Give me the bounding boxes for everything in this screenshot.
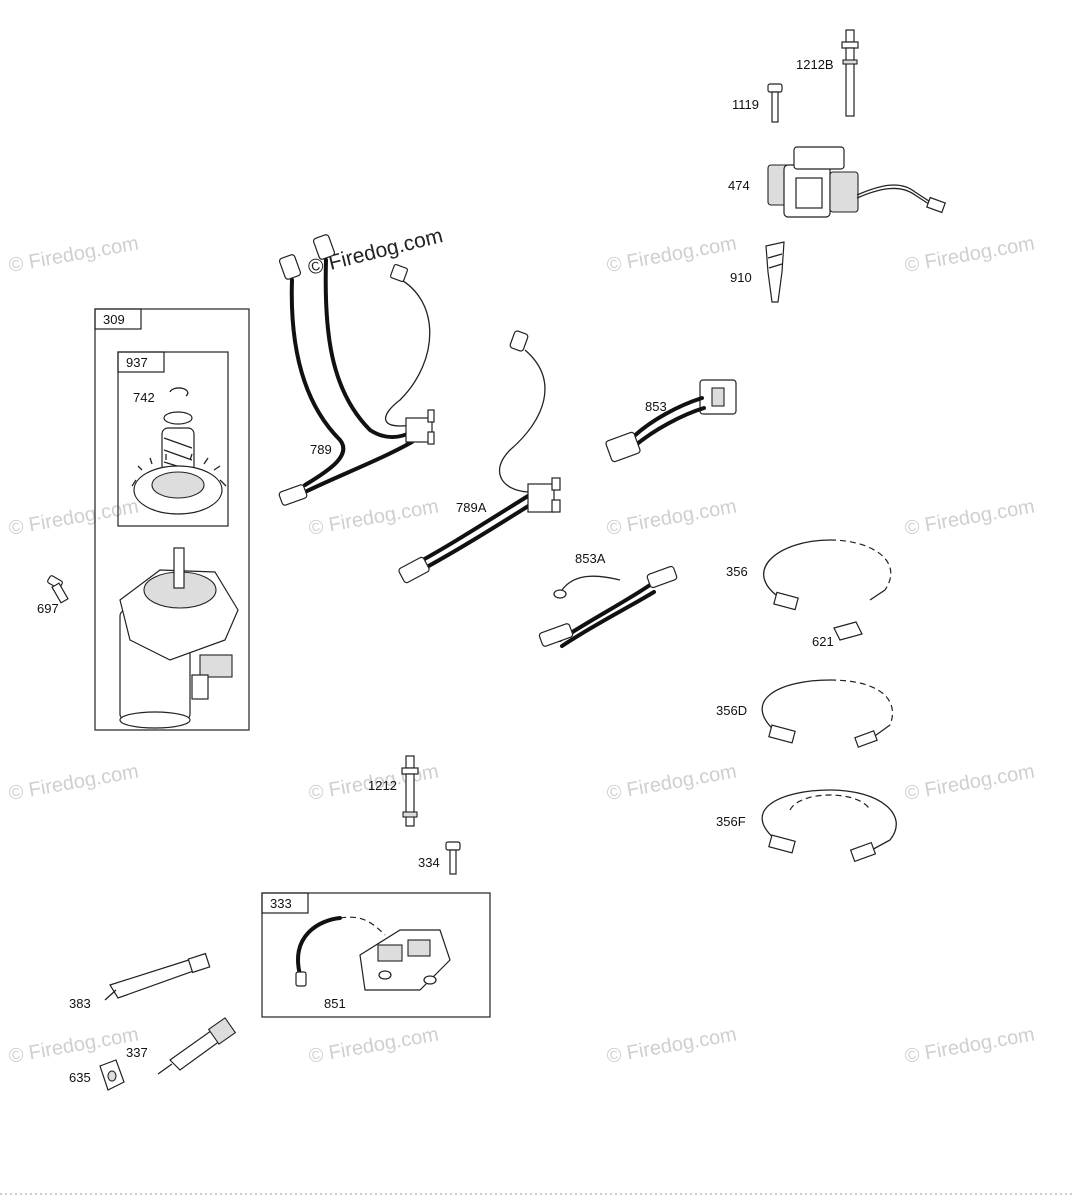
- part-789A-wire-harness: [398, 330, 561, 584]
- label-789A: 789A: [456, 500, 487, 515]
- part-333-ignition-module: [295, 916, 451, 991]
- part-1212-stud: [401, 755, 419, 827]
- part-910-boot: [765, 241, 785, 303]
- watermark: © Firedog.com: [605, 232, 738, 276]
- label-356: 356: [726, 564, 748, 579]
- label-789: 789: [310, 442, 332, 457]
- watermark: © Firedog.com: [903, 760, 1036, 804]
- part-1119-screw: [767, 83, 783, 123]
- label-356F: 356F: [716, 814, 746, 829]
- part-853-connector: [605, 379, 737, 463]
- part-697-bolt: [47, 575, 69, 604]
- kit-box-937-tag: [117, 351, 165, 373]
- label-334: 334: [418, 855, 440, 870]
- watermark: © Firedog.com: [7, 232, 140, 276]
- part-742-retaining-ring: [169, 387, 189, 397]
- watermark: © Firedog.com: [605, 760, 738, 804]
- label-356D: 356D: [716, 703, 747, 718]
- watermark: © Firedog.com: [7, 1023, 140, 1067]
- part-309-starter-motor: [119, 547, 239, 729]
- kit-box-333-tag: [261, 892, 309, 914]
- part-starter-pinion: [131, 411, 227, 515]
- label-309: 309: [103, 312, 125, 327]
- watermark: © Firedog.com: [903, 232, 1036, 276]
- label-910: 910: [730, 270, 752, 285]
- label-621: 621: [812, 634, 834, 649]
- label-851: 851: [324, 996, 346, 1011]
- label-697: 697: [37, 601, 59, 616]
- label-474: 474: [728, 178, 750, 193]
- part-1212B-stud: [841, 29, 859, 117]
- watermark: © Firedog.com: [903, 1023, 1036, 1067]
- label-1212: 1212: [368, 778, 397, 793]
- part-789-wire-harness: [278, 234, 435, 506]
- part-383-tool: [104, 952, 211, 1001]
- part-635-terminal: [99, 1059, 125, 1091]
- watermark: © Firedog.com: [307, 1023, 440, 1067]
- label-333: 333: [270, 896, 292, 911]
- watermark: © Firedog.com: [7, 495, 140, 539]
- kit-box-937: [117, 351, 229, 527]
- part-474-armature: [767, 146, 946, 218]
- label-1119: 1119: [732, 97, 759, 112]
- label-853A: 853A: [575, 551, 606, 566]
- part-337-spark-plug: [157, 1017, 237, 1075]
- label-937: 937: [126, 355, 148, 370]
- label-635: 635: [69, 1070, 91, 1085]
- watermark: © Firedog.com: [903, 495, 1036, 539]
- label-337: 337: [126, 1045, 148, 1060]
- part-334-screw: [445, 841, 461, 875]
- kit-box-309-tag: [94, 308, 142, 330]
- label-1212B: 1212B: [796, 57, 834, 72]
- part-356D-wire: [761, 679, 894, 748]
- watermark: © Firedog.com: [605, 1023, 738, 1067]
- part-356-ground-wire: [763, 539, 892, 611]
- watermark: © Firedog.com: [7, 760, 140, 804]
- watermark: © Firedog.com: [307, 495, 440, 539]
- label-853: 853: [645, 399, 667, 414]
- kit-box-333: [261, 892, 491, 1018]
- label-383: 383: [69, 996, 91, 1011]
- part-853A-lead: [538, 565, 678, 648]
- watermark: © Firedog.com: [605, 495, 738, 539]
- part-356F-wire: [761, 789, 897, 863]
- part-621-clip: [833, 621, 863, 641]
- label-742: 742: [133, 390, 155, 405]
- kit-box-309: [94, 308, 250, 731]
